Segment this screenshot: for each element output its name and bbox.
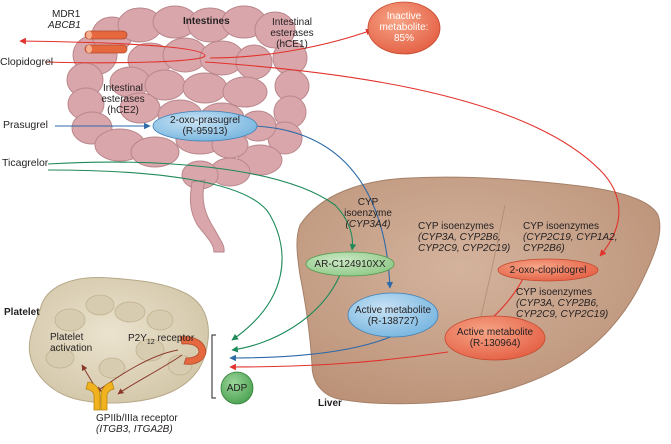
liver-title: Liver (318, 398, 342, 409)
liver-shape (296, 176, 661, 405)
esterases-hce2-label: Intestinal esterases(hCE2) (101, 83, 145, 116)
cyp-isoenzymes-b-label: CYP isoenzymes(CYP2C19, CYP1A2,CYP2B6) (523, 221, 618, 254)
active-metabolite-prasugrel-label: Active metabolite(R-138727) (354, 305, 432, 327)
prasugrel-label: Prasugrel (3, 119, 48, 131)
prasugrel-path-receptor (229, 329, 406, 362)
intestines-title: Intestines (183, 16, 230, 27)
adp-node (220, 371, 254, 405)
active-metabolite-prasugrel-node (347, 292, 439, 338)
adp-label: ADP (226, 383, 248, 394)
esterases-hce1-label: Intestinal esterases(hCE1) (270, 17, 314, 50)
cyp-isoenzymes-c-label: CYP isoenzymes(CYP3A, CYP2B6,CYP2C9, CYP… (516, 287, 609, 320)
oxo-clopidogrel-node (497, 258, 599, 282)
receptor-to-activation-arrow (95, 349, 179, 393)
receptor-to-gp-arrow (117, 354, 183, 395)
ticagrelor-label: Ticagrelor (2, 157, 49, 169)
platelet-title: Platelet (4, 307, 40, 318)
mdr1-label: MDR1 (52, 9, 81, 20)
inactive-metabolite-node (367, 1, 441, 55)
abcb1-label: ABCB1 (48, 20, 81, 31)
prasugrel-path-liver (254, 125, 394, 289)
metabolite-path-receptor (231, 274, 341, 353)
oxo-prasugrel-node (152, 110, 258, 142)
clopidogrel-path-liver (204, 61, 620, 257)
clopidogrel-label: Clopidogrel (0, 56, 54, 68)
receptor-bracket (211, 334, 216, 399)
gpiib-iiia-label: GPIIb/IIIa receptor(ITGB3, ITGA2B) (96, 413, 178, 435)
clopidogrel-path-receptor (229, 351, 449, 371)
p2y12-receptor-icon (179, 336, 207, 365)
ticagrelor-path-direct (47, 169, 283, 341)
clopidogrel-path-inactive (209, 28, 373, 59)
active-metabolite-clopidogrel-node (444, 315, 546, 361)
ar-c124910xx-node (305, 251, 395, 277)
platelet-shape (28, 276, 209, 404)
clopidogrel-path-efflux (19, 37, 206, 64)
oxo-clopidogrel-label: 2-oxo-clopidogrel (509, 265, 587, 276)
p2y12-receptor-label: P2Y12 receptor (128, 333, 195, 346)
cyp-isoenzymes-a-label: CYP isoenzymes(CYP3A, CYP2B6,CYP2C9, CYP… (418, 221, 511, 254)
oxo-prasugrel-label: 2-oxo-prasugrel(R-95913) (169, 115, 241, 137)
mdr1-transporter-icon (84, 30, 128, 54)
gpiib-iiia-receptor-icon (85, 381, 115, 411)
active-metabolite-clopidogrel-label: Active metabolite(R-130964) (456, 327, 534, 349)
ar-c124910xx-label: AR-C124910XX (314, 259, 386, 270)
ticagrelor-path-liver (47, 161, 357, 251)
